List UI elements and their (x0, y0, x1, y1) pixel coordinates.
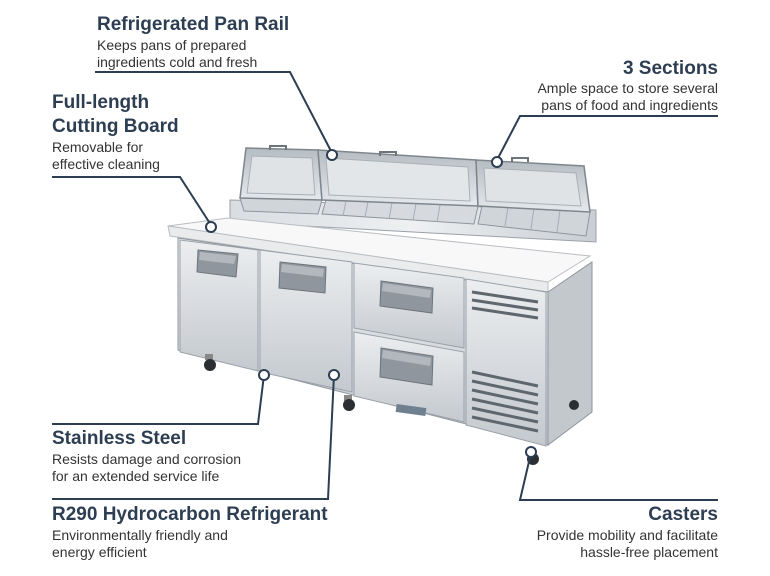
section-lids (239, 145, 591, 213)
pan-rail-desc-line2: ingredients cold and fresh (97, 54, 258, 70)
cutting-board-title-line1: Full-length (52, 92, 150, 113)
pan-rail-title: Refrigerated Pan Rail (97, 14, 290, 35)
refrigerant-desc-line1: Environmentally friendly and (52, 527, 228, 543)
pan-rail-desc-line1: Keeps pans of prepared (97, 37, 247, 53)
sections-title: 3 Sections (622, 58, 718, 79)
cutting-board-desc-line2: effective cleaning (52, 156, 160, 172)
cabinet-body (177, 237, 593, 447)
stainless-title: Stainless Steel (52, 428, 187, 449)
sections-desc-line1: Ample space to store several (537, 80, 718, 96)
leader-lines (52, 71, 718, 501)
stainless-desc-line2: for an extended service life (52, 468, 220, 484)
sections-desc-line2: pans of food and ingredients (541, 97, 718, 113)
vent-louvers (471, 290, 539, 433)
casters-desc-line1: Provide mobility and facilitate (536, 527, 718, 543)
refrigerant-title: R290 Hydrocarbon Refrigerant (52, 504, 328, 525)
casters-title: Casters (648, 504, 718, 525)
refrigerant-desc-line2: energy efficient (52, 544, 147, 560)
cutting-board-desc-line1: Removable for (52, 139, 144, 155)
cutting-board-title-line2: Cutting Board (52, 116, 179, 137)
pan-rail (229, 197, 597, 243)
casters-desc-line2: hassle-free placement (580, 544, 718, 560)
casters (204, 354, 579, 465)
stainless-desc-line1: Resists damage and corrosion (52, 451, 242, 467)
callout-dots (205, 149, 537, 458)
